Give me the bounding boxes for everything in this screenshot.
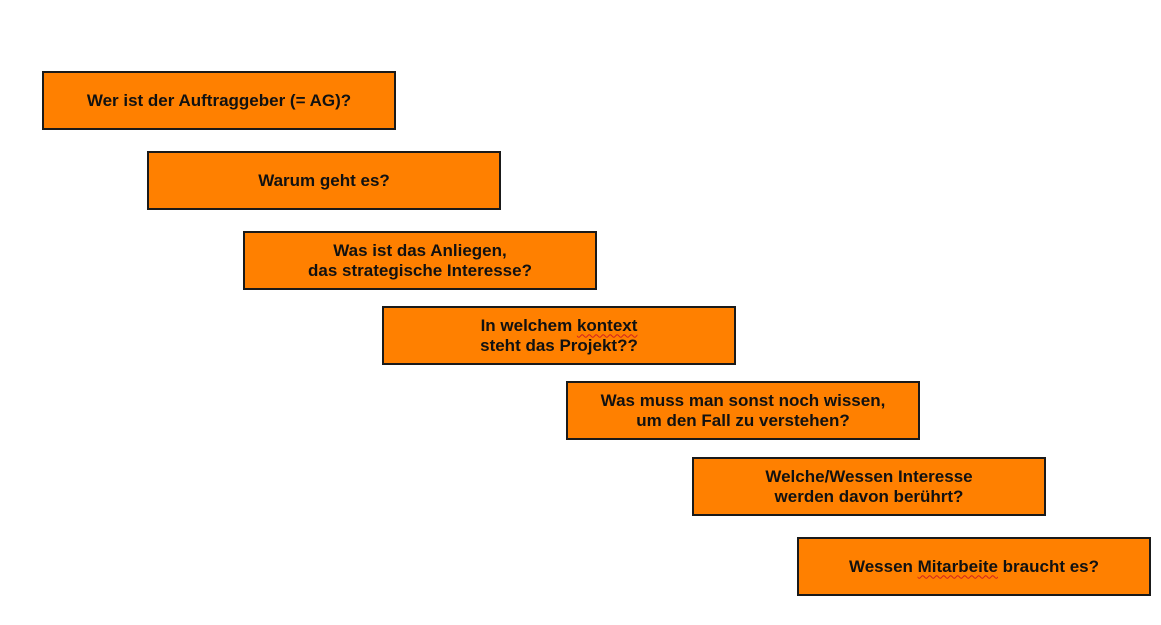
step-2-text: Warum geht es? (258, 170, 390, 190)
step-6-line-1: Welche/Wessen Interesse (765, 466, 973, 486)
step-box-warum: Warum geht es? (147, 151, 501, 210)
step-box-mitarbeit: Wessen Mitarbeite braucht es? (797, 537, 1151, 596)
step-box-kontext: In welchem kontext steht das Projekt?? (382, 306, 736, 365)
step-4-line-1: In welchem kontext (480, 316, 638, 336)
step-7-text-start: Wessen (848, 556, 918, 576)
step-4-text: In welchem kontext steht das Projekt?? (480, 316, 638, 356)
step-3-line-1: Was ist das Anliegen, (333, 240, 507, 260)
step-3-line-2: das strategische Interesse? (308, 260, 532, 280)
step-5-line-1: Was muss man sonst noch wissen, (600, 390, 886, 410)
step-box-auftraggeber: Wer ist der Auftraggeber (= AG)? (42, 71, 396, 130)
spellcheck-flagged-word: kontext (576, 315, 638, 335)
step-6-line-2: werden davon berührt? (774, 486, 964, 506)
step-7-text-end: braucht es? (997, 556, 1100, 576)
step-5-line-2: um den Fall zu verstehen? (636, 410, 850, 430)
step-7-text: Wessen Mitarbeite braucht es? (849, 557, 1099, 577)
step-box-wissen: Was muss man sonst noch wissen, um den F… (566, 381, 920, 440)
spellcheck-flagged-word: Mitarbeite (917, 556, 998, 576)
step-4-line-1-start: In welchem (480, 315, 577, 335)
step-1-text: Wer ist der Auftraggeber (= AG)? (86, 90, 352, 110)
step-box-interessen: Welche/Wessen Interesse werden davon ber… (692, 457, 1046, 516)
step-6-text: Welche/Wessen Interesse werden davon ber… (765, 467, 972, 507)
step-box-anliegen: Was ist das Anliegen, das strategische I… (243, 231, 597, 290)
step-4-line-2: steht das Projekt?? (480, 335, 638, 355)
step-5-text: Was muss man sonst noch wissen, um den F… (601, 391, 886, 431)
step-3-text: Was ist das Anliegen, das strategische I… (308, 241, 532, 281)
